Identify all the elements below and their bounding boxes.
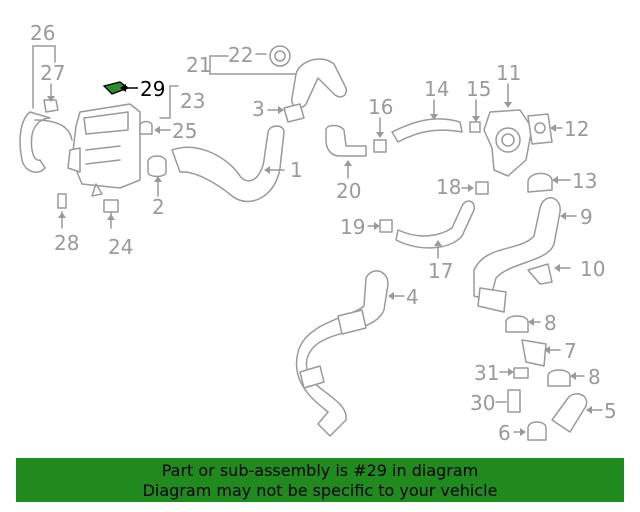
label-30: 30 — [470, 391, 495, 415]
label-22: 22 — [228, 43, 253, 67]
label-14: 14 — [424, 77, 449, 101]
bracket-26 — [32, 45, 56, 109]
thermostat-housing-11 — [483, 83, 533, 177]
info-banner: Part or sub-assembly is #29 in diagram D… — [16, 458, 624, 502]
label-27: 27 — [40, 61, 65, 85]
clamp-2 — [147, 155, 167, 197]
label-5: 5 — [604, 399, 617, 423]
label-12: 12 — [564, 117, 589, 141]
pipe-20 — [325, 124, 367, 179]
sensor-30 — [495, 389, 521, 413]
bracket-21 — [209, 55, 297, 75]
label-20: 20 — [336, 179, 361, 203]
hose-1 — [171, 125, 285, 203]
label-29: 29 — [140, 77, 165, 101]
label-23: 23 — [180, 89, 205, 113]
label-25: 25 — [172, 119, 197, 143]
label-26: 26 — [30, 21, 55, 45]
label-19: 19 — [340, 215, 365, 239]
label-3: 3 — [252, 97, 265, 121]
label-24: 24 — [108, 235, 133, 259]
clip-15 — [469, 99, 481, 133]
gasket-12 — [527, 113, 563, 145]
label-4: 4 — [406, 285, 419, 309]
label-10: 10 — [580, 257, 605, 281]
label-17: 17 — [428, 259, 453, 283]
hose-5 — [551, 393, 603, 433]
clip-31 — [499, 367, 529, 379]
clip-18 — [461, 181, 489, 195]
label-15: 15 — [466, 77, 491, 101]
label-6: 6 — [498, 421, 511, 445]
clip-3 — [267, 103, 305, 123]
label-21: 21 — [186, 53, 211, 77]
bracket-23 — [159, 85, 179, 119]
label-8-lower: 8 — [588, 365, 601, 389]
label-16: 16 — [368, 95, 393, 119]
hose-9 — [473, 197, 577, 313]
water-outlet-21 — [291, 58, 348, 109]
part-29-highlighted — [102, 81, 138, 95]
clip-28 — [57, 193, 67, 229]
clip-27 — [43, 83, 59, 113]
label-13: 13 — [572, 169, 597, 193]
parts-diagram: 26 27 29 23 25 2 24 28 21 22 3 1 20 16 1… — [19, 21, 617, 445]
banner-line-part: Part or sub-assembly is #29 in diagram — [161, 461, 479, 480]
label-31: 31 — [474, 361, 499, 385]
label-7: 7 — [564, 339, 577, 363]
bolt-24 — [103, 199, 119, 229]
label-18: 18 — [436, 175, 461, 199]
clamp-6 — [513, 421, 547, 441]
clamp-10 — [527, 263, 571, 285]
banner-line-disclaimer: Diagram may not be specific to your vehi… — [142, 481, 498, 500]
clamp-8-lower — [547, 369, 585, 387]
label-28: 28 — [54, 231, 79, 255]
clip-19 — [367, 219, 393, 233]
clip-16 — [373, 117, 387, 153]
label-2: 2 — [152, 195, 165, 219]
connector-7 — [521, 339, 561, 367]
reservoir-hose-26 — [19, 111, 73, 173]
cap-25 — [139, 120, 171, 135]
hose-4 — [295, 270, 405, 437]
coolant-reservoir — [67, 103, 141, 197]
label-11: 11 — [496, 61, 521, 85]
hose-17 — [395, 200, 475, 259]
label-9: 9 — [580, 205, 593, 229]
gasket-22 — [255, 45, 291, 67]
clamp-8-upper — [505, 315, 541, 333]
label-1: 1 — [290, 158, 303, 182]
cap-13 — [527, 172, 571, 193]
hose-14 — [391, 99, 463, 143]
label-8-upper: 8 — [544, 311, 557, 335]
